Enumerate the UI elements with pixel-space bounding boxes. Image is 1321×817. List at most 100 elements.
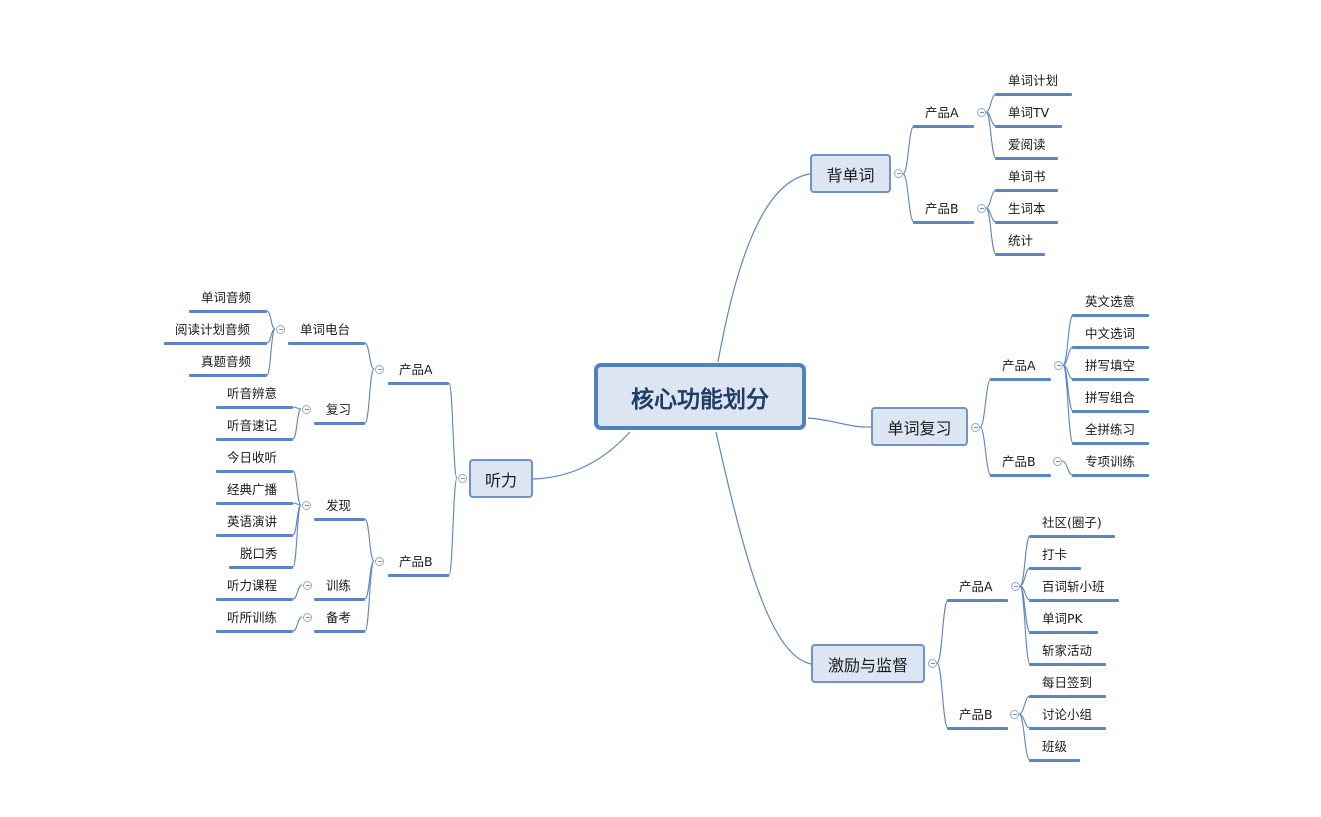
leaf-label[interactable]: 听所训练 <box>227 610 278 625</box>
connector-line <box>1061 460 1074 476</box>
leaf-label[interactable]: 社区(圈子) <box>1042 515 1102 530</box>
connector-line <box>1019 567 1031 587</box>
leaf-underline <box>1072 378 1149 381</box>
leaf-label[interactable]: 全拼练习 <box>1085 422 1136 437</box>
leaf-label[interactable]: 听音速记 <box>227 418 278 433</box>
group-label[interactable]: 产品B <box>959 707 993 722</box>
group-label[interactable]: 产品A <box>1002 358 1036 373</box>
connector-line <box>936 662 949 729</box>
subgroup-label[interactable]: 复习 <box>326 402 352 417</box>
leaf-label[interactable]: 百词斩小班 <box>1042 579 1105 594</box>
leaf-label[interactable]: 专项训练 <box>1085 454 1136 469</box>
connector-line <box>448 477 458 576</box>
subgroup-label[interactable]: 备考 <box>326 610 352 625</box>
collapse-toggle-icon[interactable] <box>977 204 986 213</box>
leaf-underline <box>1029 631 1098 634</box>
connector-line <box>1062 346 1074 366</box>
collapse-toggle-icon[interactable] <box>894 169 903 178</box>
collapse-toggle-icon[interactable] <box>375 557 384 566</box>
group-underline <box>913 221 974 224</box>
connector-line <box>448 382 458 479</box>
leaf-label[interactable]: 阅读计划音频 <box>175 322 251 337</box>
leaf-underline <box>1029 759 1080 762</box>
leaf-label[interactable]: 生词本 <box>1008 201 1046 216</box>
leaf-label[interactable]: 打卡 <box>1042 547 1068 562</box>
leaf-underline <box>189 310 267 313</box>
leaf-label[interactable]: 单词书 <box>1008 169 1046 184</box>
leaf-underline <box>216 534 293 537</box>
collapse-toggle-icon[interactable] <box>1053 457 1062 466</box>
leaf-label[interactable]: 今日收听 <box>227 450 278 465</box>
leaf-label[interactable]: 中文选词 <box>1085 326 1136 341</box>
group-label[interactable]: 产品B <box>925 201 959 216</box>
leaf-label[interactable]: 英文选意 <box>1085 294 1136 309</box>
branch-listening[interactable]: 听力 <box>469 459 533 498</box>
connector-line <box>1062 314 1074 366</box>
connector-line <box>292 502 302 506</box>
leaf-label[interactable]: 拼写填空 <box>1085 358 1136 373</box>
leaf-label[interactable]: 经典广播 <box>227 482 278 497</box>
connector-line <box>292 406 302 410</box>
connector-line <box>1018 713 1031 761</box>
leaf-underline <box>216 630 293 633</box>
collapse-toggle-icon[interactable] <box>302 501 311 510</box>
subgroup-label[interactable]: 单词电台 <box>300 322 351 337</box>
leaf-label[interactable]: 斩家活动 <box>1042 643 1093 658</box>
leaf-underline <box>995 125 1062 128</box>
connector-line <box>292 616 303 632</box>
branch-review[interactable]: 单词复习 <box>871 407 968 446</box>
leaf-label[interactable]: 听力课程 <box>227 578 278 593</box>
leaf-label[interactable]: 单词TV <box>1008 105 1050 120</box>
collapse-toggle-icon[interactable] <box>303 581 312 590</box>
connector-line <box>1019 535 1031 587</box>
collapse-toggle-icon[interactable] <box>458 474 467 483</box>
group-label[interactable]: 产品A <box>925 105 959 120</box>
connector-line <box>1019 585 1031 665</box>
leaf-label[interactable]: 爱阅读 <box>1008 137 1046 152</box>
collapse-toggle-icon[interactable] <box>971 423 980 432</box>
group-label[interactable]: 产品A <box>959 579 993 594</box>
connector-line <box>364 518 375 562</box>
leaf-label[interactable]: 真题音频 <box>201 354 252 369</box>
collapse-toggle-icon[interactable] <box>375 365 384 374</box>
leaf-label[interactable]: 英语演讲 <box>227 514 278 529</box>
connector-line <box>364 560 375 632</box>
root-node[interactable]: 核心功能划分 <box>594 363 806 430</box>
leaf-underline <box>1072 410 1149 413</box>
collapse-toggle-icon[interactable] <box>928 659 937 668</box>
collapse-toggle-icon[interactable] <box>276 325 285 334</box>
connector-line <box>532 431 631 480</box>
leaf-label[interactable]: 每日签到 <box>1042 675 1093 690</box>
leaf-label[interactable]: 讨论小组 <box>1042 707 1093 722</box>
collapse-toggle-icon[interactable] <box>1011 582 1020 591</box>
collapse-toggle-icon[interactable] <box>303 613 312 622</box>
leaf-label[interactable]: 班级 <box>1042 739 1068 754</box>
subgroup-underline <box>314 518 365 521</box>
subgroup-underline <box>314 598 365 601</box>
collapse-toggle-icon[interactable] <box>977 108 986 117</box>
leaf-label[interactable]: 统计 <box>1008 233 1034 248</box>
branch-vocab[interactable]: 背单词 <box>810 154 891 193</box>
collapse-toggle-icon[interactable] <box>1010 710 1019 719</box>
group-label[interactable]: 产品B <box>399 554 433 569</box>
subgroup-label[interactable]: 发现 <box>326 498 352 513</box>
leaf-label[interactable]: 拼写组合 <box>1085 390 1136 405</box>
group-underline <box>913 125 974 128</box>
leaf-label[interactable]: 单词计划 <box>1008 73 1059 88</box>
subgroup-underline <box>314 422 365 425</box>
leaf-label[interactable]: 单词音频 <box>201 290 252 305</box>
leaf-underline <box>216 598 293 601</box>
leaf-label[interactable]: 脱口秀 <box>240 546 278 561</box>
leaf-underline <box>995 221 1058 224</box>
collapse-toggle-icon[interactable] <box>302 405 311 414</box>
group-label[interactable]: 产品A <box>399 362 433 377</box>
collapse-toggle-icon[interactable] <box>1054 361 1063 370</box>
leaf-underline <box>189 374 267 377</box>
leaf-underline <box>216 438 293 441</box>
leaf-label[interactable]: 听音辨意 <box>227 386 278 401</box>
group-label[interactable]: 产品B <box>1002 454 1036 469</box>
branch-motivation[interactable]: 激励与监督 <box>811 644 925 683</box>
subgroup-label[interactable]: 训练 <box>326 578 352 593</box>
connector-line <box>364 368 375 424</box>
leaf-label[interactable]: 单词PK <box>1042 611 1083 626</box>
